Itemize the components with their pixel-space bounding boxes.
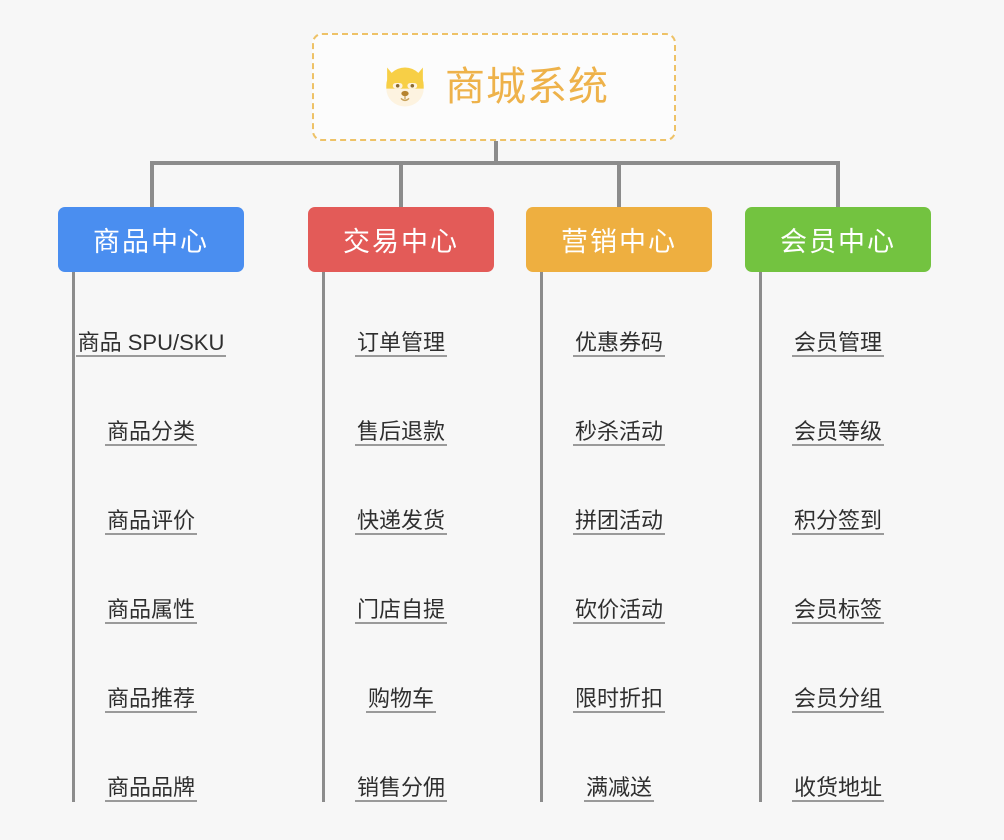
leaf-list-marketing-center: 优惠券码 秒杀活动 拼团活动 砍价活动 限时折扣 满减送 bbox=[526, 272, 712, 806]
connector-stem bbox=[494, 141, 498, 165]
leaf-label: 门店自提 bbox=[354, 597, 447, 624]
leaf-list-trade-center: 订单管理 售后退款 快递发货 门店自提 购物车 销售分佣 bbox=[308, 272, 494, 806]
list-item[interactable]: 优惠券码 bbox=[526, 272, 712, 361]
list-item[interactable]: 商品品牌 bbox=[58, 717, 244, 806]
trunk-line-3 bbox=[540, 272, 543, 802]
list-item[interactable]: 购物车 bbox=[308, 628, 494, 717]
leaf-label: 会员标签 bbox=[791, 597, 884, 624]
leaf-label: 会员分组 bbox=[791, 686, 884, 713]
list-item[interactable]: 商品推荐 bbox=[58, 628, 244, 717]
leaf-label: 商品推荐 bbox=[104, 686, 197, 713]
trunk-line-1 bbox=[72, 272, 75, 802]
root-title: 商城系统 bbox=[445, 65, 609, 109]
list-item[interactable]: 会员标签 bbox=[745, 539, 931, 628]
category-box-product-center[interactable]: 商品中心 bbox=[58, 207, 244, 272]
column-member-center: 会员中心 bbox=[745, 207, 931, 272]
list-item[interactable]: 门店自提 bbox=[308, 539, 494, 628]
leaf-label: 收货地址 bbox=[791, 775, 884, 802]
list-item[interactable]: 会员管理 bbox=[745, 272, 931, 361]
list-item[interactable]: 商品 SPU/SKU bbox=[58, 272, 244, 361]
trunk-line-2 bbox=[322, 272, 325, 802]
list-item[interactable]: 限时折扣 bbox=[526, 628, 712, 717]
list-item[interactable]: 售后退款 bbox=[308, 361, 494, 450]
list-item[interactable]: 积分签到 bbox=[745, 450, 931, 539]
category-box-member-center[interactable]: 会员中心 bbox=[745, 207, 931, 272]
shiba-dog-icon bbox=[386, 67, 424, 107]
leaf-label: 快递发货 bbox=[354, 508, 447, 535]
leaf-label: 优惠券码 bbox=[572, 330, 665, 357]
trunk-line-4 bbox=[759, 272, 762, 802]
list-item[interactable]: 销售分佣 bbox=[308, 717, 494, 806]
root-node[interactable]: 商城系统 bbox=[312, 33, 676, 141]
category-box-trade-center[interactable]: 交易中心 bbox=[308, 207, 494, 272]
leaf-label: 秒杀活动 bbox=[572, 419, 665, 446]
connector-drop-3 bbox=[617, 161, 621, 207]
leaf-label: 积分签到 bbox=[791, 508, 884, 535]
list-item[interactable]: 快递发货 bbox=[308, 450, 494, 539]
list-item[interactable]: 满减送 bbox=[526, 717, 712, 806]
list-item[interactable]: 会员分组 bbox=[745, 628, 931, 717]
leaf-label: 商品属性 bbox=[104, 597, 197, 624]
leaf-label: 商品分类 bbox=[104, 419, 197, 446]
category-box-marketing-center[interactable]: 营销中心 bbox=[526, 207, 712, 272]
leaf-label: 商品品牌 bbox=[104, 775, 197, 802]
leaf-label: 商品评价 bbox=[104, 508, 197, 535]
connector-drop-2 bbox=[399, 161, 403, 207]
list-item[interactable]: 砍价活动 bbox=[526, 539, 712, 628]
leaf-label: 会员等级 bbox=[791, 419, 884, 446]
leaf-label: 会员管理 bbox=[791, 330, 884, 357]
leaf-label: 限时折扣 bbox=[572, 686, 665, 713]
list-item[interactable]: 商品分类 bbox=[58, 361, 244, 450]
list-item[interactable]: 商品属性 bbox=[58, 539, 244, 628]
leaf-label: 拼团活动 bbox=[572, 508, 665, 535]
connector-drop-1 bbox=[150, 161, 154, 207]
leaf-label: 售后退款 bbox=[354, 419, 447, 446]
connector-drop-4 bbox=[836, 161, 840, 207]
leaf-list-member-center: 会员管理 会员等级 积分签到 会员标签 会员分组 收货地址 bbox=[745, 272, 931, 806]
leaf-label: 商品 SPU/SKU bbox=[75, 330, 227, 357]
list-item[interactable]: 订单管理 bbox=[308, 272, 494, 361]
column-product-center: 商品中心 bbox=[58, 207, 244, 272]
leaf-list-product-center: 商品 SPU/SKU 商品分类 商品评价 商品属性 商品推荐 商品品牌 bbox=[58, 272, 244, 806]
leaf-label: 砍价活动 bbox=[572, 597, 665, 624]
list-item[interactable]: 会员等级 bbox=[745, 361, 931, 450]
list-item[interactable]: 收货地址 bbox=[745, 717, 931, 806]
list-item[interactable]: 拼团活动 bbox=[526, 450, 712, 539]
leaf-label: 满减送 bbox=[583, 775, 654, 802]
leaf-label: 购物车 bbox=[365, 686, 436, 713]
leaf-label: 销售分佣 bbox=[354, 775, 447, 802]
column-trade-center: 交易中心 bbox=[308, 207, 494, 272]
column-marketing-center: 营销中心 bbox=[526, 207, 712, 272]
connector-bus bbox=[150, 161, 840, 165]
list-item[interactable]: 商品评价 bbox=[58, 450, 244, 539]
list-item[interactable]: 秒杀活动 bbox=[526, 361, 712, 450]
leaf-label: 订单管理 bbox=[354, 330, 447, 357]
